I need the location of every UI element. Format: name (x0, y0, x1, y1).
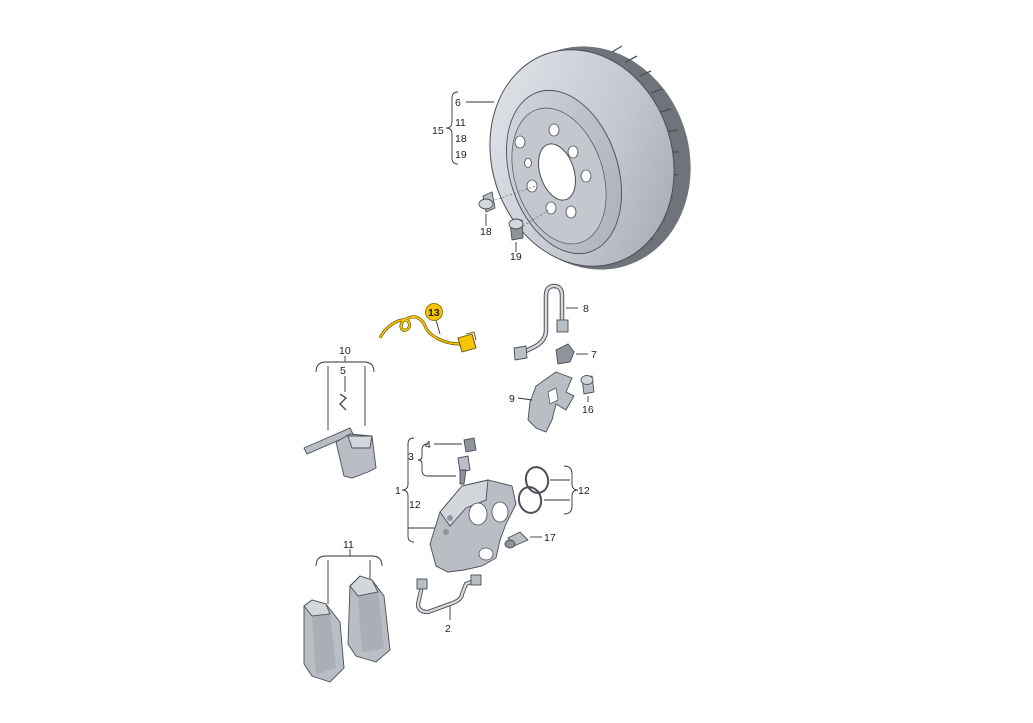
inner-brake-pad (335, 433, 377, 479)
callout-1: 1 (395, 485, 401, 497)
brake-pad-outer (303, 599, 345, 683)
brake-caliper (429, 479, 517, 573)
callout-3: 3 (408, 451, 414, 463)
callout-8: 8 (583, 303, 589, 315)
callout-19-ref: 19 (455, 149, 467, 161)
callout-2: 2 (445, 623, 451, 635)
brake-pipe-8: 8 (513, 283, 589, 361)
seal-rings-12: 12 (517, 465, 590, 515)
callout-12-left: 12 (409, 499, 421, 511)
retaining-clip-7: 7 (555, 343, 597, 365)
brake-pad-inner (347, 575, 391, 663)
spring-clip-5 (339, 393, 348, 411)
callout-11-pads: 11 (343, 539, 354, 551)
callout-7: 7 (591, 349, 597, 361)
callout-17: 17 (544, 532, 556, 544)
callout-15: 15 (432, 125, 444, 137)
callout-5: 5 (340, 365, 346, 377)
disc-bolt-18 (478, 185, 537, 213)
callout-18-ref: 18 (455, 133, 467, 145)
callout-13: 13 (428, 307, 440, 319)
caliper-callout-group: 1 3 4 12 (395, 437, 462, 543)
bleeder-cap-4 (463, 437, 477, 453)
caliper-bolt-17: 17 (504, 531, 556, 549)
bolt-16: 16 (580, 375, 595, 416)
bracket-9: 9 (509, 371, 575, 433)
callout-19: 19 (510, 251, 522, 263)
callout-16: 16 (582, 404, 594, 416)
callout-13-badge (425, 303, 443, 321)
callout-4: 4 (425, 439, 431, 451)
callout-12-right: 12 (578, 485, 590, 497)
callout-6: 6 (455, 97, 461, 109)
wear-indicator-sensor: 13 (378, 303, 477, 353)
brake-disc (489, 45, 691, 270)
callout-9: 9 (509, 393, 515, 405)
bleeder-screw-3 (457, 455, 471, 485)
callout-10: 10 (339, 345, 351, 357)
callout-18: 18 (480, 226, 492, 238)
disc-callout-group: 6 11 15 18 19 18 19 (432, 91, 522, 263)
disc-screw-19 (508, 209, 550, 241)
callout-11: 11 (455, 117, 466, 129)
pad-kit-10-callout: 10 5 (315, 345, 375, 430)
brake-pipe-2: 2 (415, 574, 482, 635)
